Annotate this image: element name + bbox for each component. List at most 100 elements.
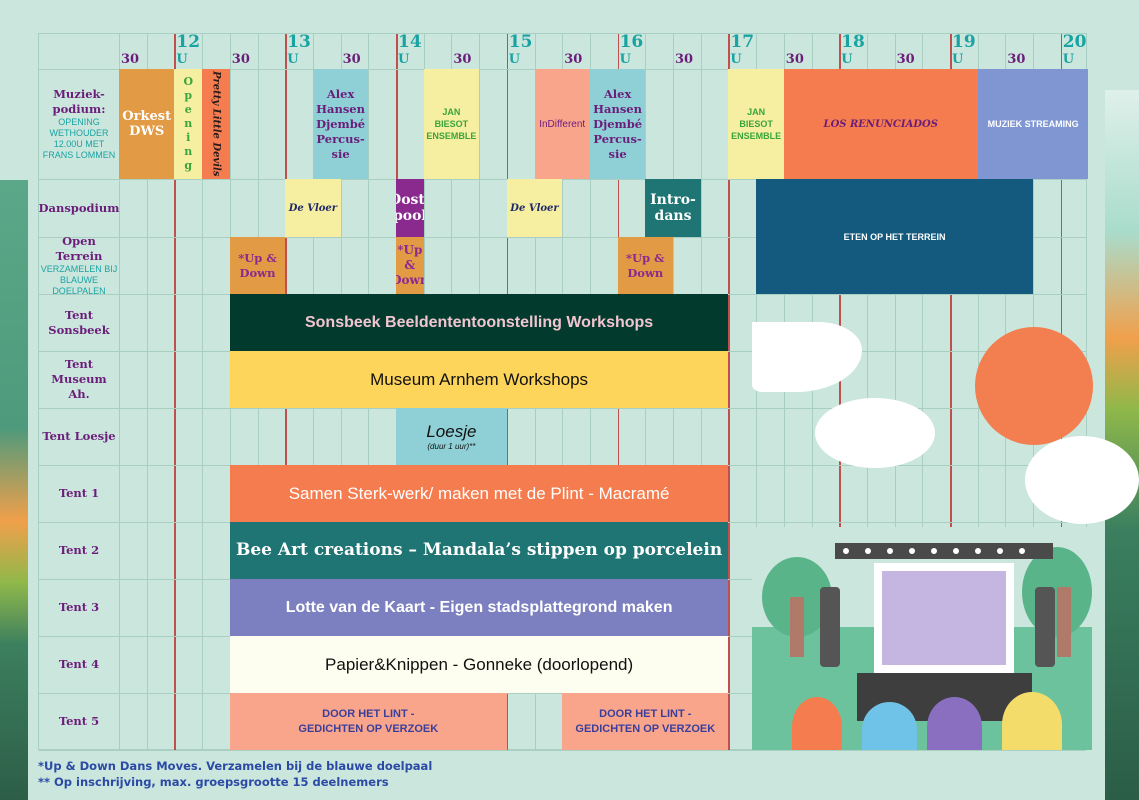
event-title: Alex Hansen Djembé Percus-sie <box>593 86 643 161</box>
event-block[interactable]: De Vloer <box>285 179 341 237</box>
quarter-gridline <box>783 34 785 750</box>
hour-gridline <box>839 34 841 750</box>
hour-number: 13 <box>287 32 311 52</box>
quarter-gridline <box>146 34 148 750</box>
sun-icon <box>975 327 1093 445</box>
event-title: Oost-pool <box>396 192 424 224</box>
event-block[interactable]: Sonsbeek Beeldententoonstelling Workshop… <box>229 294 729 351</box>
half-hour-tick-label: 30 <box>785 52 804 67</box>
half-hour-tick-label: 30 <box>1007 52 1026 67</box>
event-block[interactable]: ETEN OP HET TERREIN <box>756 179 1034 294</box>
event-title: LOS RENUNCIADOS <box>823 118 938 130</box>
quarter-gridline <box>894 34 896 750</box>
event-title: Samen Sterk-werk/ maken met de Plint - M… <box>288 483 670 503</box>
event-block[interactable]: *Up & Down <box>617 237 673 294</box>
row-label: Danspodium <box>39 179 120 237</box>
row-label: Tent Sonsbeek <box>39 294 119 351</box>
event-block[interactable]: De Vloer <box>506 179 563 237</box>
venue-name: Tent 1 <box>58 486 100 500</box>
event-block[interactable]: InDifferent <box>534 69 590 179</box>
event-title: Pretty Little Devils <box>210 71 222 177</box>
event-title: ETEN OP HET TERREIN <box>843 231 946 242</box>
hour-number: 17 <box>730 32 755 52</box>
event-title: De Vloer <box>288 202 338 214</box>
event-block[interactable]: MUZIEK STREAMING <box>977 69 1089 179</box>
half-hour-tick-label: 30 <box>121 52 140 67</box>
footnote-up-down: *Up & Down Dans Moves. Verzamelen bij de… <box>38 759 433 773</box>
hour-gridline <box>728 34 730 750</box>
hour-unit: U <box>619 52 631 67</box>
row-label: Tent Loesje <box>39 408 119 465</box>
event-block[interactable]: JAN BIESOT ENSEMBLE <box>728 69 784 179</box>
row-label: Tent 2 <box>39 522 119 579</box>
hour-unit: U <box>176 52 188 67</box>
venue-name: Tent 5 <box>58 714 100 728</box>
event-block[interactable]: Loesje(duur 1 uur)** <box>396 408 507 465</box>
hour-unit: U <box>287 52 299 67</box>
venue-name: Tent Loesje <box>42 429 116 443</box>
event-title: JAN BIESOT ENSEMBLE <box>426 107 477 141</box>
event-block[interactable]: Oost-pool <box>396 179 424 237</box>
hour-number: 20 <box>1062 32 1087 52</box>
footnotes: *Up & Down Dans Moves. Verzamelen bij de… <box>38 758 432 790</box>
event-title: DOOR HET LINT - GEDICHTEN OP VERZOEK <box>298 707 439 735</box>
row-label: Tent 4 <box>39 636 119 693</box>
event-title: DOOR HET LINT - GEDICHTEN OP VERZOEK <box>575 707 716 735</box>
event-block[interactable]: Intro-dans <box>645 179 701 237</box>
row-gridline <box>39 179 1086 180</box>
hour-unit: U <box>841 52 853 67</box>
quarter-gridline <box>202 34 204 750</box>
row-label: Tent 5 <box>39 693 119 750</box>
event-block[interactable]: Orkest DWS <box>119 69 175 179</box>
event-title: Opening <box>181 75 195 173</box>
footnote-registration: ** Op inschrijving, max. groepsgrootte 1… <box>38 775 389 789</box>
venue-note: VERZAMELEN BIJ BLAUWE DOELPALEN <box>40 264 118 296</box>
row-label: Tent Museum Ah. <box>39 351 119 408</box>
event-block[interactable]: Alex Hansen Djembé Percus-sie <box>589 69 646 179</box>
event-block[interactable]: Papier&Knippen - Gonneke (doorlopend) <box>229 636 729 693</box>
event-title: De Vloer <box>510 202 559 214</box>
event-block[interactable]: *Up & Down <box>396 237 424 294</box>
event-title: Museum Arnhem Workshops <box>370 369 589 389</box>
venue-name: Tent Sonsbeek <box>48 307 110 337</box>
venue-name: Tent 4 <box>58 657 100 671</box>
event-title: *Up & Down <box>396 243 424 287</box>
row-gridline <box>39 237 1086 238</box>
venue-name: Tent 2 <box>58 543 100 557</box>
row-label: Tent 3 <box>39 579 119 636</box>
quarter-gridline <box>922 34 924 750</box>
event-block[interactable]: DOOR HET LINT - GEDICHTEN OP VERZOEK <box>562 693 729 750</box>
quarter-gridline <box>756 34 758 750</box>
hour-unit: U <box>730 52 742 67</box>
event-block[interactable]: Pretty Little Devils <box>202 69 230 179</box>
event-block[interactable]: Opening <box>174 69 203 179</box>
event-title: *Up & Down <box>626 250 665 280</box>
row-gridline <box>39 750 1086 751</box>
event-block[interactable]: Museum Arnhem Workshops <box>229 351 729 408</box>
hour-number: 16 <box>619 32 644 52</box>
hour-unit: U <box>952 52 964 67</box>
event-block[interactable]: Bee Art creations – Mandala’s stippen op… <box>229 522 729 579</box>
hour-number: 14 <box>398 32 422 52</box>
concert-stage-illustration <box>752 527 1092 750</box>
row-label: Tent 1 <box>39 465 119 522</box>
event-title: Intro-dans <box>650 192 696 224</box>
hour-unit: U <box>1062 52 1075 67</box>
hour-gridline <box>174 34 176 750</box>
hour-number: 15 <box>508 32 533 52</box>
event-subtitle: (duur 1 uur)** <box>427 442 476 451</box>
event-block[interactable]: Samen Sterk-werk/ maken met de Plint - M… <box>229 465 729 522</box>
venue-name: Muziek-podium: <box>52 87 106 116</box>
event-block[interactable]: *Up & Down <box>229 237 286 294</box>
event-block[interactable]: DOOR HET LINT - GEDICHTEN OP VERZOEK <box>229 693 507 750</box>
event-block[interactable]: Lotte van de Kaart - Eigen stadsplattegr… <box>229 579 729 636</box>
event-block[interactable]: JAN BIESOT ENSEMBLE <box>423 69 480 179</box>
event-block[interactable]: LOS RENUNCIADOS <box>783 69 978 179</box>
event-block[interactable]: Alex Hansen Djembé Percus-sie <box>312 69 369 179</box>
half-hour-tick-label: 30 <box>896 52 915 67</box>
hour-number: 19 <box>952 32 976 52</box>
